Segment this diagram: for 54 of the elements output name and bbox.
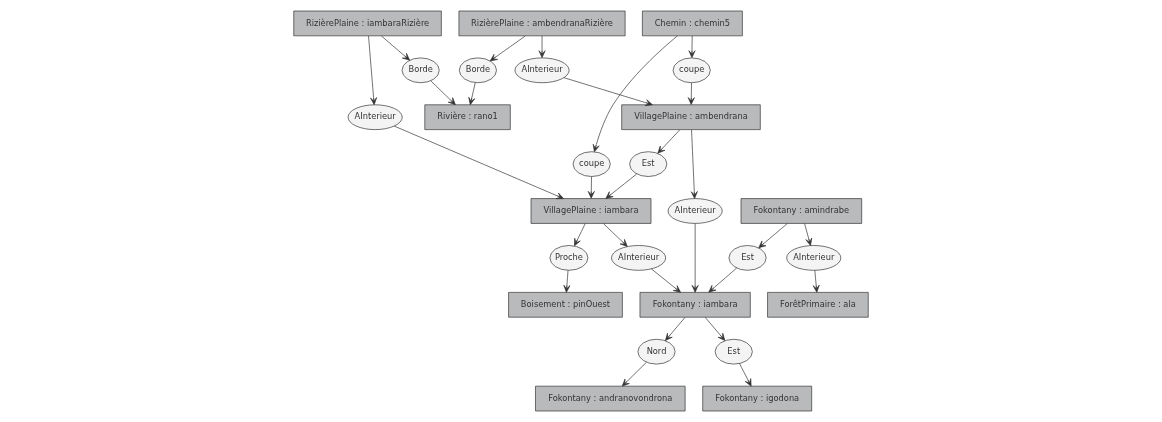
node-ellipse: Est [714,338,753,365]
arrow [804,223,813,246]
node-ellipse: Borde [458,57,497,84]
node-ellipse: Proche [549,245,589,271]
node-box: Fokontany : andranovondrona [535,385,686,412]
node-box: ForêtPrimaire : ala [767,292,869,318]
node-ellipse: AInterieur [514,57,570,84]
node-ellipse: AInterieur [611,245,667,271]
arrow [393,125,564,200]
node-ellipse: AInterieur [667,198,723,224]
arrow [489,35,526,62]
arrow [665,317,686,341]
node-ellipse: Nord [637,338,676,365]
arrow [605,173,637,199]
arrow [430,80,456,106]
arrow [563,77,653,107]
node-box: Chemin : chemin5 [642,10,743,37]
node-box: RizièrePlaine : iambaraRizière [293,10,442,37]
node-ellipse: AInterieur [347,104,403,130]
arrow [574,223,586,247]
arrow [687,82,695,105]
arrow [592,35,678,153]
node-box: Fokontany : igodona [702,385,813,412]
arrow [563,269,571,293]
node-box: VillagePlaine : iambara [530,198,652,224]
node-box: Fokontany : iambara [639,292,751,318]
node-ellipse: coupe [672,57,711,84]
arrow [688,35,696,58]
arrow [381,35,410,61]
node-box: Fokontany : amindrabe [740,198,863,224]
arrow [812,269,820,293]
arrow [621,361,647,387]
arrow [651,268,681,293]
arrow [691,223,699,293]
node-box: Rivière : rano1 [424,104,511,130]
node-ellipse: Est [728,245,767,271]
arrow [758,223,788,249]
node-box: VillagePlaine : ambendrana [621,104,761,130]
arrow [739,363,752,387]
node-ellipse: Borde [401,57,440,84]
arrow [468,82,476,106]
arrow [704,317,726,341]
arrow [538,35,546,58]
arrow [603,223,628,247]
node-box: Boisement : pinOuest [508,292,623,318]
arrow [368,35,378,105]
node-ellipse: coupe [572,151,611,177]
node-box: RizièrePlaine : ambendranaRizière [458,10,626,37]
arrow [657,129,681,154]
arrow [708,267,738,293]
node-ellipse: Est [629,151,668,177]
arrow [690,129,698,199]
arrow [587,176,595,199]
node-ellipse: AInterieur [786,245,842,271]
